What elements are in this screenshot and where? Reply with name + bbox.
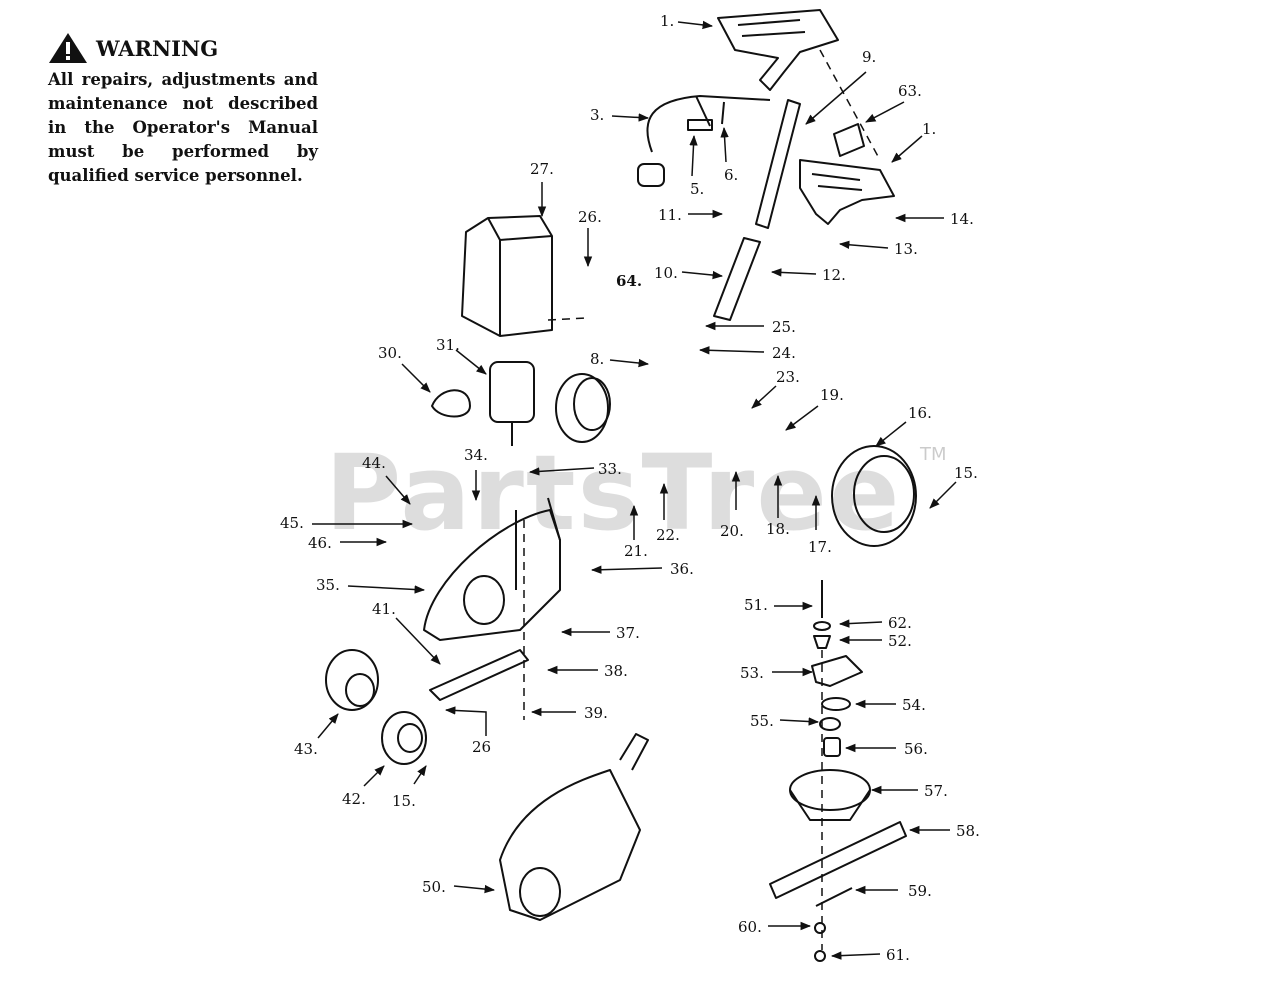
callout-label: 18.: [766, 520, 790, 538]
callout-label: 13.: [894, 240, 918, 258]
callout-label: 44.: [362, 454, 386, 472]
callout-label: 55.: [750, 712, 774, 730]
callout-label: 8.: [590, 350, 604, 368]
lower-handle-part: [799, 159, 895, 225]
motor-cover-part: [461, 215, 553, 337]
callout-label: 9.: [862, 48, 876, 66]
motor-part: [489, 361, 535, 446]
callout-label: 62.: [888, 614, 912, 632]
callout-label: 16.: [908, 404, 932, 422]
callout-label: 64.: [616, 272, 642, 290]
spindle-stack-part: [811, 580, 863, 757]
warning-title: WARNING: [96, 35, 219, 61]
warning-text: All repairs, adjustments and maintenance…: [48, 70, 318, 185]
callout-label: 56.: [904, 740, 928, 758]
gear-assembly-part: [325, 649, 379, 711]
warning-box: WARNING All repairs, adjustments and mai…: [48, 32, 318, 188]
callout-label: 27.: [530, 160, 554, 178]
clip-part: [431, 389, 471, 418]
callout-label: 15.: [954, 464, 978, 482]
hardware-part: [814, 887, 853, 962]
callout-label: 33.: [598, 460, 622, 478]
callout-label: 3.: [590, 106, 604, 124]
warning-triangle-icon: [49, 33, 87, 63]
callout-label: 36.: [670, 560, 694, 578]
callout-label: 54.: [902, 696, 926, 714]
upper-tube-part: [755, 99, 801, 229]
callout-label: 51.: [744, 596, 768, 614]
callout-label: 26: [472, 738, 491, 756]
blade-guard-part: [429, 649, 529, 701]
callout-label: 14.: [950, 210, 974, 228]
warning-header: WARNING: [48, 32, 318, 64]
callout-label: 50.: [422, 878, 446, 896]
blade-part: [769, 821, 907, 899]
callout-label: 35.: [316, 576, 340, 594]
watermark-brand: PartsTree: [325, 432, 902, 554]
callout-label: 6.: [724, 166, 738, 184]
callout-label: 5.: [690, 180, 704, 198]
callout-label: 45.: [280, 514, 304, 532]
callout-label: 19.: [820, 386, 844, 404]
callout-label: 22.: [656, 526, 680, 544]
callout-label: 46.: [308, 534, 332, 552]
callout-label: 20.: [720, 522, 744, 540]
callout-label: 60.: [738, 918, 762, 936]
callout-label: 17.: [808, 538, 832, 556]
callout-label: 24.: [772, 344, 796, 362]
callout-label: 39.: [584, 704, 608, 722]
callout-label: 43.: [294, 740, 318, 758]
callout-label: 23.: [776, 368, 800, 386]
callout-label: 1.: [660, 12, 674, 30]
callout-label: 42.: [342, 790, 366, 808]
small-wheel-part: [381, 711, 427, 765]
gear-housing-part: [423, 497, 561, 641]
edger-assembly-part: [499, 733, 649, 921]
callout-label: 58.: [956, 822, 980, 840]
callout-label: 11.: [658, 206, 682, 224]
callout-label: 31.: [436, 336, 460, 354]
callout-label: 53.: [740, 664, 764, 682]
callout-label: 61.: [886, 946, 910, 964]
callout-label: 26.: [578, 208, 602, 226]
callout-label: 30.: [378, 344, 402, 362]
watermark-trademark: TM: [920, 444, 947, 465]
callout-label: 59.: [908, 882, 932, 900]
callout-label: 21.: [624, 542, 648, 560]
callout-label: 38.: [604, 662, 628, 680]
callout-label: 15.: [392, 792, 416, 810]
assembly-guide-lines: [523, 49, 881, 950]
callout-label: 63.: [898, 82, 922, 100]
callout-label: 12.: [822, 266, 846, 284]
callout-label: 57.: [924, 782, 948, 800]
wheel-part: [555, 373, 611, 443]
callout-label: 1.: [922, 120, 936, 138]
switch-harness-part: [637, 95, 771, 187]
callout-label: 34.: [464, 446, 488, 464]
handle-part: [717, 9, 839, 91]
decal-part: [833, 123, 865, 157]
callout-label: 10.: [654, 264, 678, 282]
lower-tube-part: [713, 237, 761, 321]
callout-arrows: [312, 20, 957, 960]
impeller-part: [789, 769, 871, 821]
callout-label: 52.: [888, 632, 912, 650]
callout-label: 37.: [616, 624, 640, 642]
callout-labels: 1. 3. 5. 6. 9. 63. 1. 14. 13. 11. 10. 12…: [280, 12, 980, 964]
large-wheel-part: [831, 445, 917, 547]
callout-label: 41.: [372, 600, 396, 618]
callout-label: 25.: [772, 318, 796, 336]
